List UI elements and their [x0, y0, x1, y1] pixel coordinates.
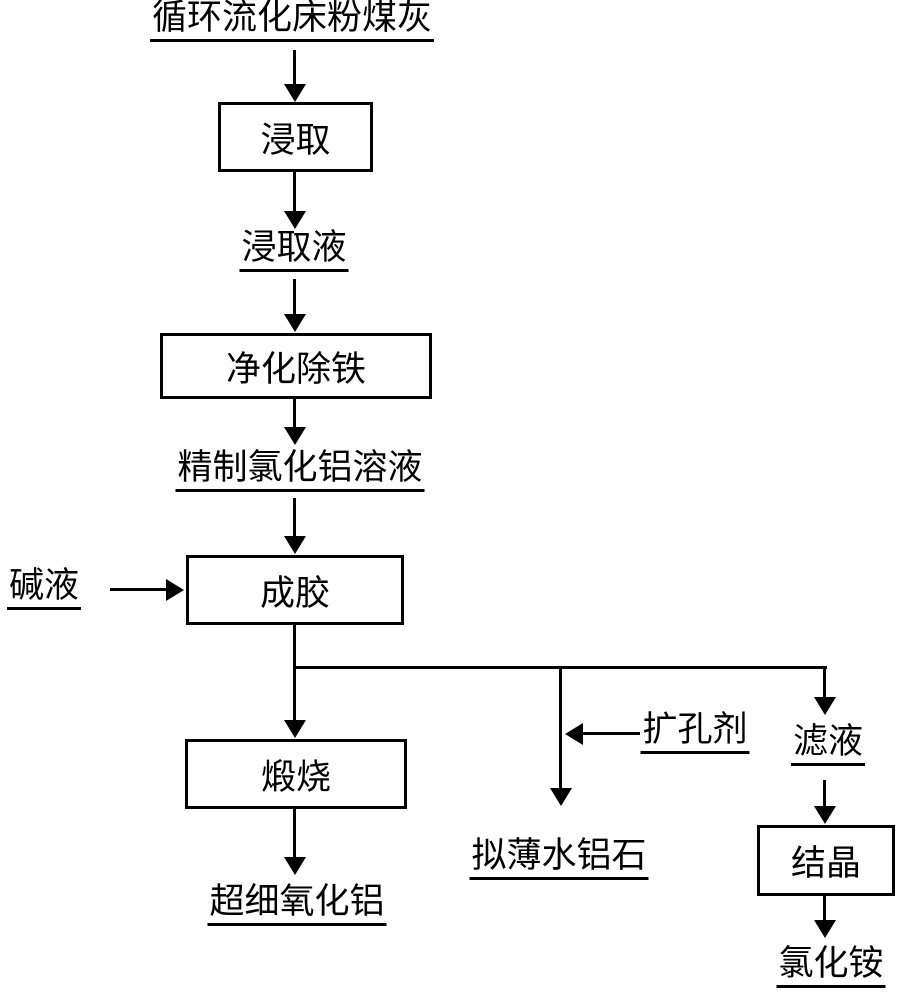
label-source: 循环流化床粉煤灰 — [149, 0, 435, 42]
label-filtrate: 滤液 — [790, 723, 866, 766]
label-pore-agent: 扩孔剂 — [640, 711, 750, 754]
connector-pore-agent-branch — [582, 732, 640, 735]
arrowhead-leach-leachate — [284, 211, 306, 229]
arrowhead-filtrate-crystallize — [814, 806, 836, 824]
arrowhead-leachate-purify — [284, 314, 306, 332]
connector-branch-pseudoboehmite — [559, 666, 562, 790]
label-leachate: 浸取液 — [239, 229, 349, 272]
label-refined-solution: 精制氯化铝溶液 — [175, 449, 425, 492]
label-alkali: 碱液 — [6, 567, 82, 610]
process-box-calcine: 煅烧 — [185, 739, 407, 809]
process-box-gel-label: 成胶 — [259, 573, 330, 614]
arrowhead-pore-agent-branch — [565, 723, 583, 745]
arrowhead-refined-gel — [284, 536, 306, 554]
connector-calcine-ultrafine — [293, 809, 296, 859]
process-box-leach-label: 浸取 — [260, 120, 331, 161]
label-pseudoboehmite: 拟薄水铝石 — [469, 837, 649, 880]
connector-filtrate-crystallize — [823, 780, 826, 808]
process-box-gel: 成胶 — [186, 555, 404, 625]
arrowhead-crystallize-ammonium — [814, 920, 836, 938]
connector-refined-gel — [293, 498, 296, 538]
process-box-purify-label: 净化除铁 — [225, 349, 366, 390]
process-box-leach: 浸取 — [218, 102, 373, 172]
arrowhead-calcine-ultrafine — [284, 857, 306, 875]
label-ultrafine-alumina: 超细氧化铝 — [207, 883, 387, 926]
connector-source-leach — [293, 50, 296, 86]
arrowhead-alkali-gel — [166, 579, 184, 601]
arrowhead-branch-pseudoboehmite — [550, 788, 572, 806]
connector-branch-filtrate — [823, 666, 826, 699]
connector-alkali-gel — [110, 588, 167, 591]
process-box-purify: 净化除铁 — [160, 333, 432, 399]
connector-leachate-purify — [293, 279, 296, 316]
connector-leach-leachate — [293, 172, 296, 213]
connector-gel-calcine — [293, 625, 296, 722]
arrowhead-gel-calcine — [284, 720, 306, 738]
connector-purify-refined — [293, 399, 296, 429]
connector-crystallize-ammonium — [823, 896, 826, 922]
arrowhead-source-leach — [284, 84, 306, 102]
process-box-crystallize-label: 结晶 — [790, 844, 861, 884]
process-box-crystallize: 结晶 — [757, 825, 895, 896]
arrowhead-purify-refined — [284, 427, 306, 445]
arrowhead-branch-filtrate — [814, 697, 836, 715]
process-box-calcine-label: 煅烧 — [260, 757, 331, 798]
label-ammonium-chloride: 氯化铵 — [776, 945, 886, 988]
